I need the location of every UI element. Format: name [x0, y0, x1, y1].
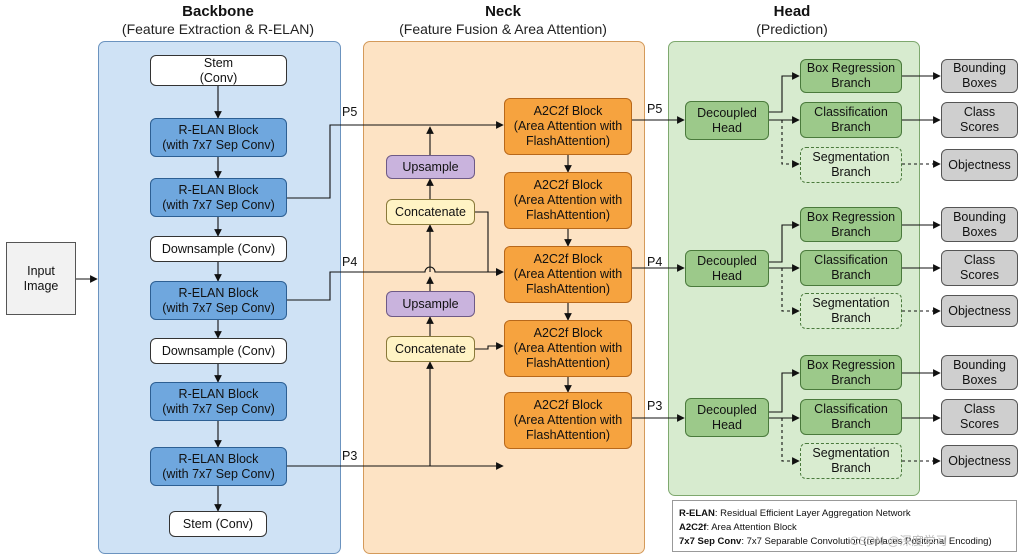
head-title: Head — [773, 3, 811, 20]
output-objectness-p5: Objectness — [941, 149, 1018, 181]
neck-concatenate-1: Concatenate — [386, 199, 475, 225]
backbone-subtitle: (Feature Extraction & R-ELAN) — [121, 21, 315, 37]
backbone-title: Backbone — [182, 3, 254, 20]
backbone-stem-bottom: Stem (Conv) — [169, 511, 267, 537]
label-p4-backbone: P4 — [342, 255, 358, 269]
label-p5-neck: P5 — [647, 102, 663, 116]
neck-title: Neck — [485, 3, 521, 20]
head-subtitle: (Prediction) — [756, 21, 828, 37]
output-objectness-p4: Objectness — [941, 295, 1018, 327]
backbone-relan-5: R-ELAN Block(with 7x7 Sep Conv) — [150, 447, 287, 486]
label-p4-neck: P4 — [647, 255, 663, 269]
backbone-stem-top: Stem(Conv) — [150, 55, 287, 86]
output-objectness-p3: Objectness — [941, 445, 1018, 477]
neck-upsample-2: Upsample — [386, 291, 475, 317]
legend-item-relan: R-ELAN: Residual Efficient Layer Aggrega… — [679, 508, 911, 519]
legend: R-ELAN: Residual Efficient Layer Aggrega… — [672, 500, 1017, 552]
neck-subtitle: (Feature Fusion & Area Attention) — [399, 21, 607, 37]
backbone-relan-4: R-ELAN Block(with 7x7 Sep Conv) — [150, 382, 287, 421]
label-p3-backbone: P3 — [342, 449, 358, 463]
neck-upsample-1: Upsample — [386, 155, 475, 179]
backbone-downsample-2: Downsample (Conv) — [150, 338, 287, 364]
backbone-downsample-1: Downsample (Conv) — [150, 236, 287, 262]
backbone-relan-1: R-ELAN Block(with 7x7 Sep Conv) — [150, 118, 287, 157]
watermark: CSDN @深度学习 — [850, 534, 948, 548]
label-p5-backbone: P5 — [342, 105, 358, 119]
legend-item-sepconv: 7x7 Sep Conv: 7x7 Separable Convolution … — [679, 536, 992, 547]
backbone-relan-2: R-ELAN Block(with 7x7 Sep Conv) — [150, 178, 287, 217]
label-p3-neck: P3 — [647, 399, 663, 413]
backbone-relan-3: R-ELAN Block(with 7x7 Sep Conv) — [150, 281, 287, 320]
neck-concatenate-2: Concatenate — [386, 336, 475, 362]
legend-item-a2c2f: A2C2f: Area Attention Block — [679, 522, 797, 533]
